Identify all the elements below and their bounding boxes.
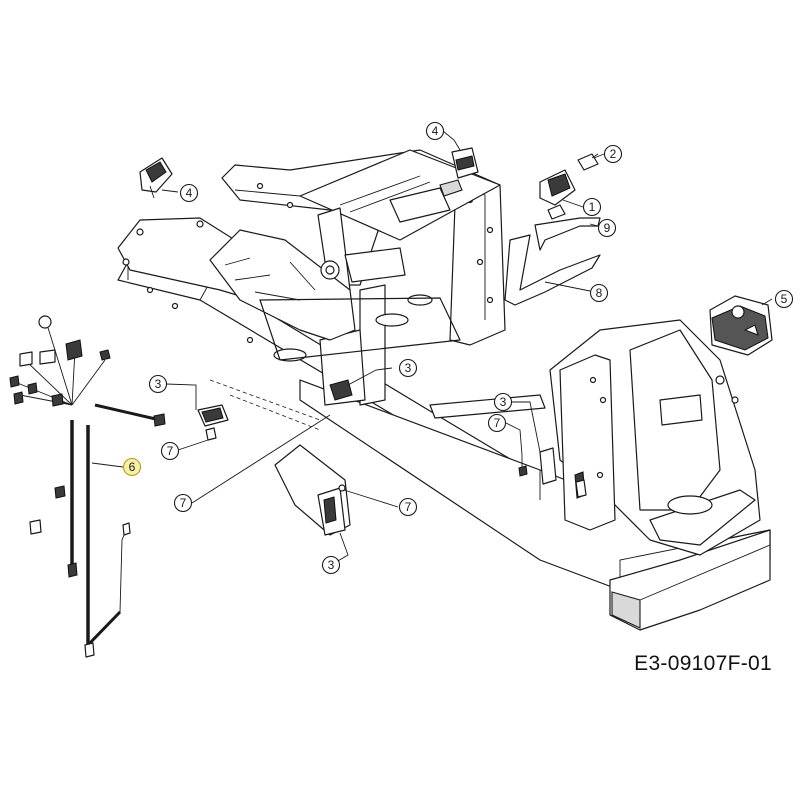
leader-lines	[91, 130, 773, 566]
callout-c7c: 7	[398, 497, 418, 517]
callout-number: 1	[589, 200, 596, 214]
relay-frame	[329, 379, 353, 401]
callout-c4a: 4	[179, 183, 199, 203]
callout-circle	[597, 218, 617, 238]
callout-circle	[179, 183, 199, 203]
starter-solenoid	[539, 169, 576, 220]
callout-c9: 9	[597, 218, 617, 238]
console-slot	[389, 187, 451, 223]
callout-c4b: 4	[425, 121, 445, 141]
callout-circle	[603, 144, 623, 164]
callout-number: 7	[167, 444, 174, 458]
callout-c7b: 7	[173, 493, 193, 513]
callout-circle	[160, 441, 180, 461]
callout-c6: 6	[122, 457, 142, 477]
callout-number: 3	[155, 377, 162, 391]
callout-c7a: 7	[160, 441, 180, 461]
callout-number: 4	[432, 124, 439, 138]
callout-number: 3	[500, 395, 507, 409]
callout-c1: 1	[582, 197, 602, 217]
callout-c3a: 3	[148, 374, 168, 394]
callout-c3c: 3	[493, 392, 513, 412]
callout-number: 3	[328, 558, 335, 572]
callout-circle	[148, 374, 168, 394]
callout-circle	[173, 493, 193, 513]
callout-number: 8	[596, 286, 603, 300]
steering-sector-plate	[209, 229, 356, 341]
callout-number: 5	[781, 292, 788, 306]
callout-circle	[398, 358, 418, 378]
callout-c5: 5	[774, 289, 794, 309]
ignition-module	[709, 295, 773, 356]
callout-c3d: 3	[321, 555, 341, 575]
callout-number: 7	[494, 416, 501, 430]
callouts: 4 2 4 1 9 8 5 3 3 3 7 7 6 7 7 3	[122, 121, 794, 575]
callout-circle	[122, 457, 142, 477]
callout-number: 6	[129, 460, 136, 474]
mounting-bracket	[274, 444, 351, 536]
callout-circle	[774, 289, 794, 309]
callout-circle	[398, 497, 418, 517]
relay-right	[518, 447, 587, 498]
callout-circle	[425, 121, 445, 141]
callout-circle	[487, 413, 507, 433]
callout-number: 4	[186, 186, 193, 200]
solenoid-connector	[577, 153, 599, 171]
pedal-bracket	[504, 234, 601, 306]
callout-circle	[493, 392, 513, 412]
drawing-reference-code: E3-09107F-01	[634, 652, 772, 675]
callout-circle	[321, 555, 341, 575]
front-bumper	[609, 529, 771, 631]
callout-circle	[589, 283, 609, 303]
callout-c3b: 3	[398, 358, 418, 378]
switch-left	[139, 157, 173, 199]
callout-number: 3	[405, 361, 412, 375]
chassis-frame	[117, 149, 771, 631]
front-panel	[559, 354, 616, 531]
relay-left	[197, 404, 229, 441]
wiring-harness	[9, 315, 166, 658]
callout-circle	[582, 197, 602, 217]
callout-number: 2	[610, 147, 617, 161]
console-top-plate	[299, 149, 501, 241]
cross-bar	[429, 394, 546, 419]
callout-c7d: 7	[487, 413, 507, 433]
callout-c8: 8	[589, 283, 609, 303]
seat-switch-top	[439, 147, 479, 197]
callout-number: 9	[604, 221, 611, 235]
callout-number: 7	[180, 496, 187, 510]
linkage-rod	[534, 217, 601, 251]
callout-c2: 2	[603, 144, 623, 164]
callout-number: 7	[405, 500, 412, 514]
